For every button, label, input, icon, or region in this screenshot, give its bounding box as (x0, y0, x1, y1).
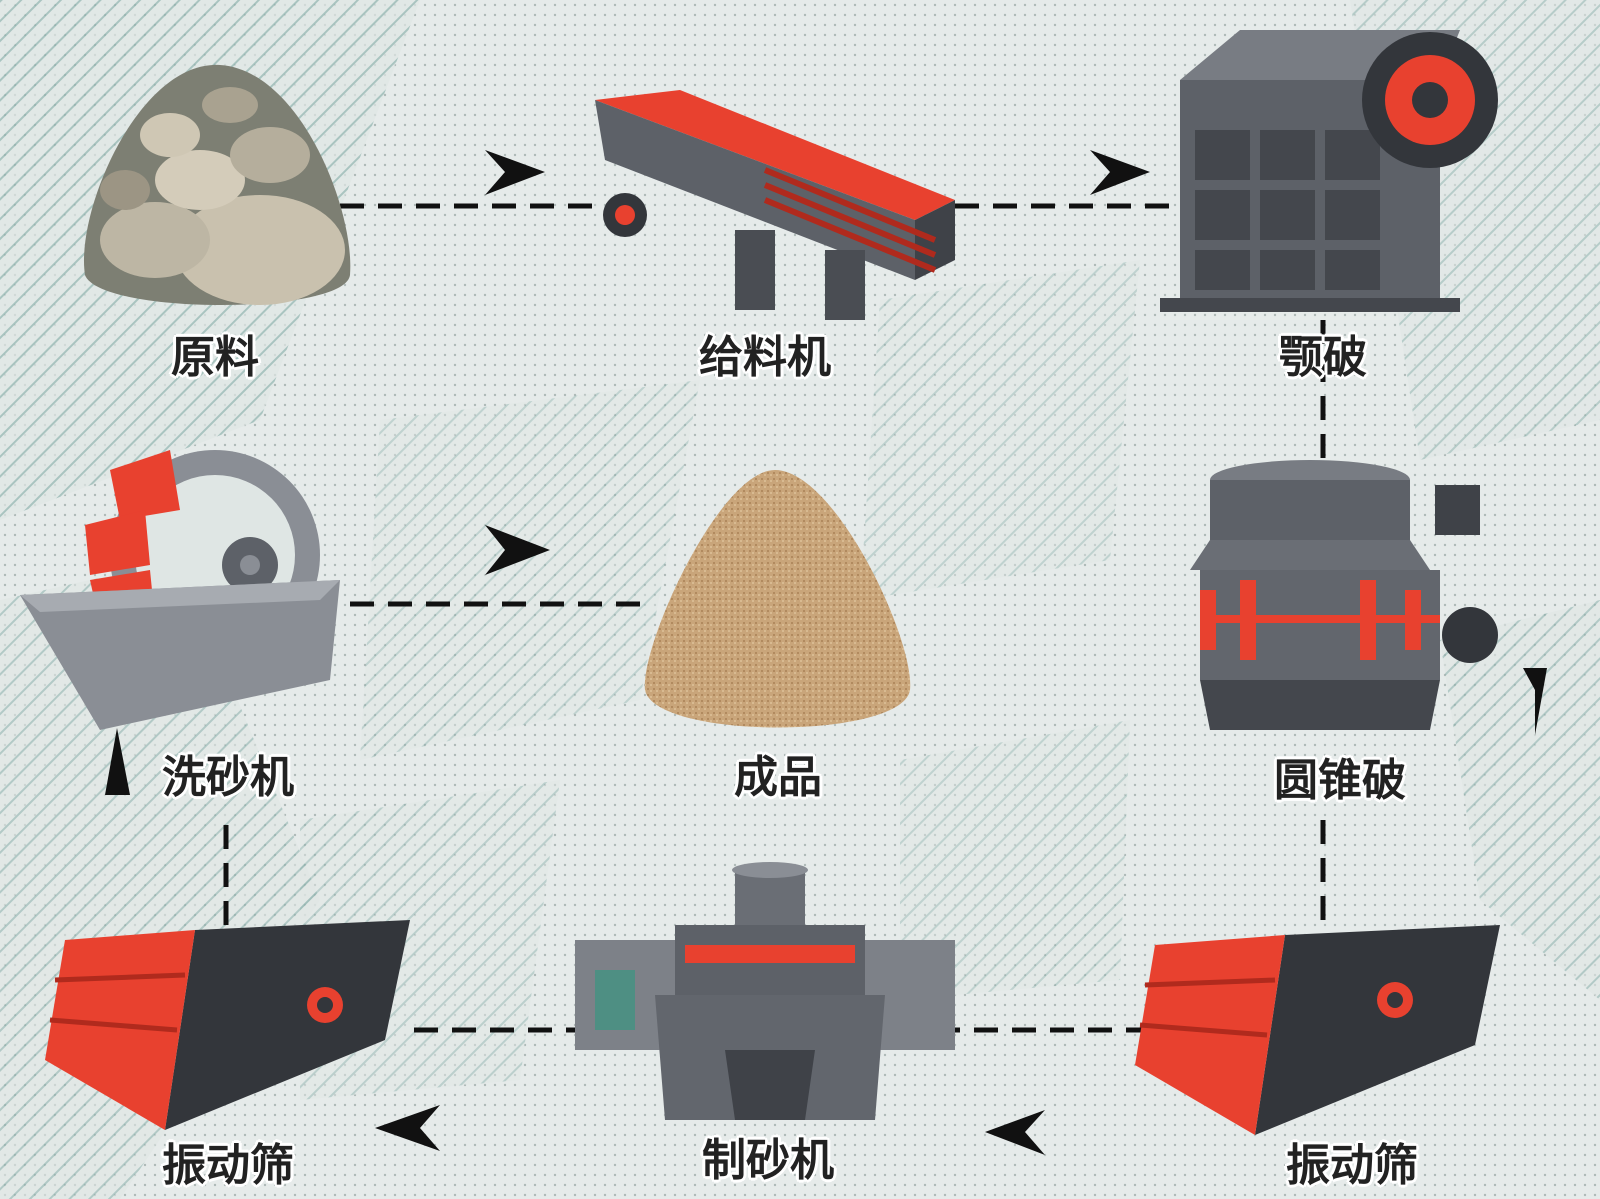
node-label: 洗砂机 (98, 752, 358, 804)
rock-pile-icon (80, 60, 360, 320)
vibrating-feeder-icon (585, 90, 965, 320)
arrow-right-icon (1090, 150, 1150, 195)
node-label: 成品 (648, 752, 908, 804)
node-label: 振动筛 (98, 1140, 358, 1192)
node-label: 原料 (85, 332, 345, 384)
node-label: 颚破 (1193, 332, 1453, 384)
cone-crusher-icon (1180, 450, 1500, 750)
vibrating-screen-icon (45, 920, 410, 1135)
jaw-crusher-icon (1160, 10, 1500, 315)
sand-making-machine-icon (575, 870, 965, 1140)
sand-washer-icon (20, 450, 350, 740)
vibrating-screen-icon (1135, 925, 1500, 1140)
node-label: 制砂机 (638, 1135, 898, 1187)
arrow-right-icon (485, 150, 545, 195)
sand-pile-icon (640, 465, 920, 740)
node-label: 振动筛 (1222, 1140, 1482, 1192)
arrow-right-icon (485, 525, 550, 575)
node-label: 给料机 (635, 332, 895, 384)
arrow-left-icon (985, 1110, 1045, 1155)
node-label: 圆锥破 (1210, 755, 1470, 807)
arrow-down-icon (1523, 668, 1547, 735)
